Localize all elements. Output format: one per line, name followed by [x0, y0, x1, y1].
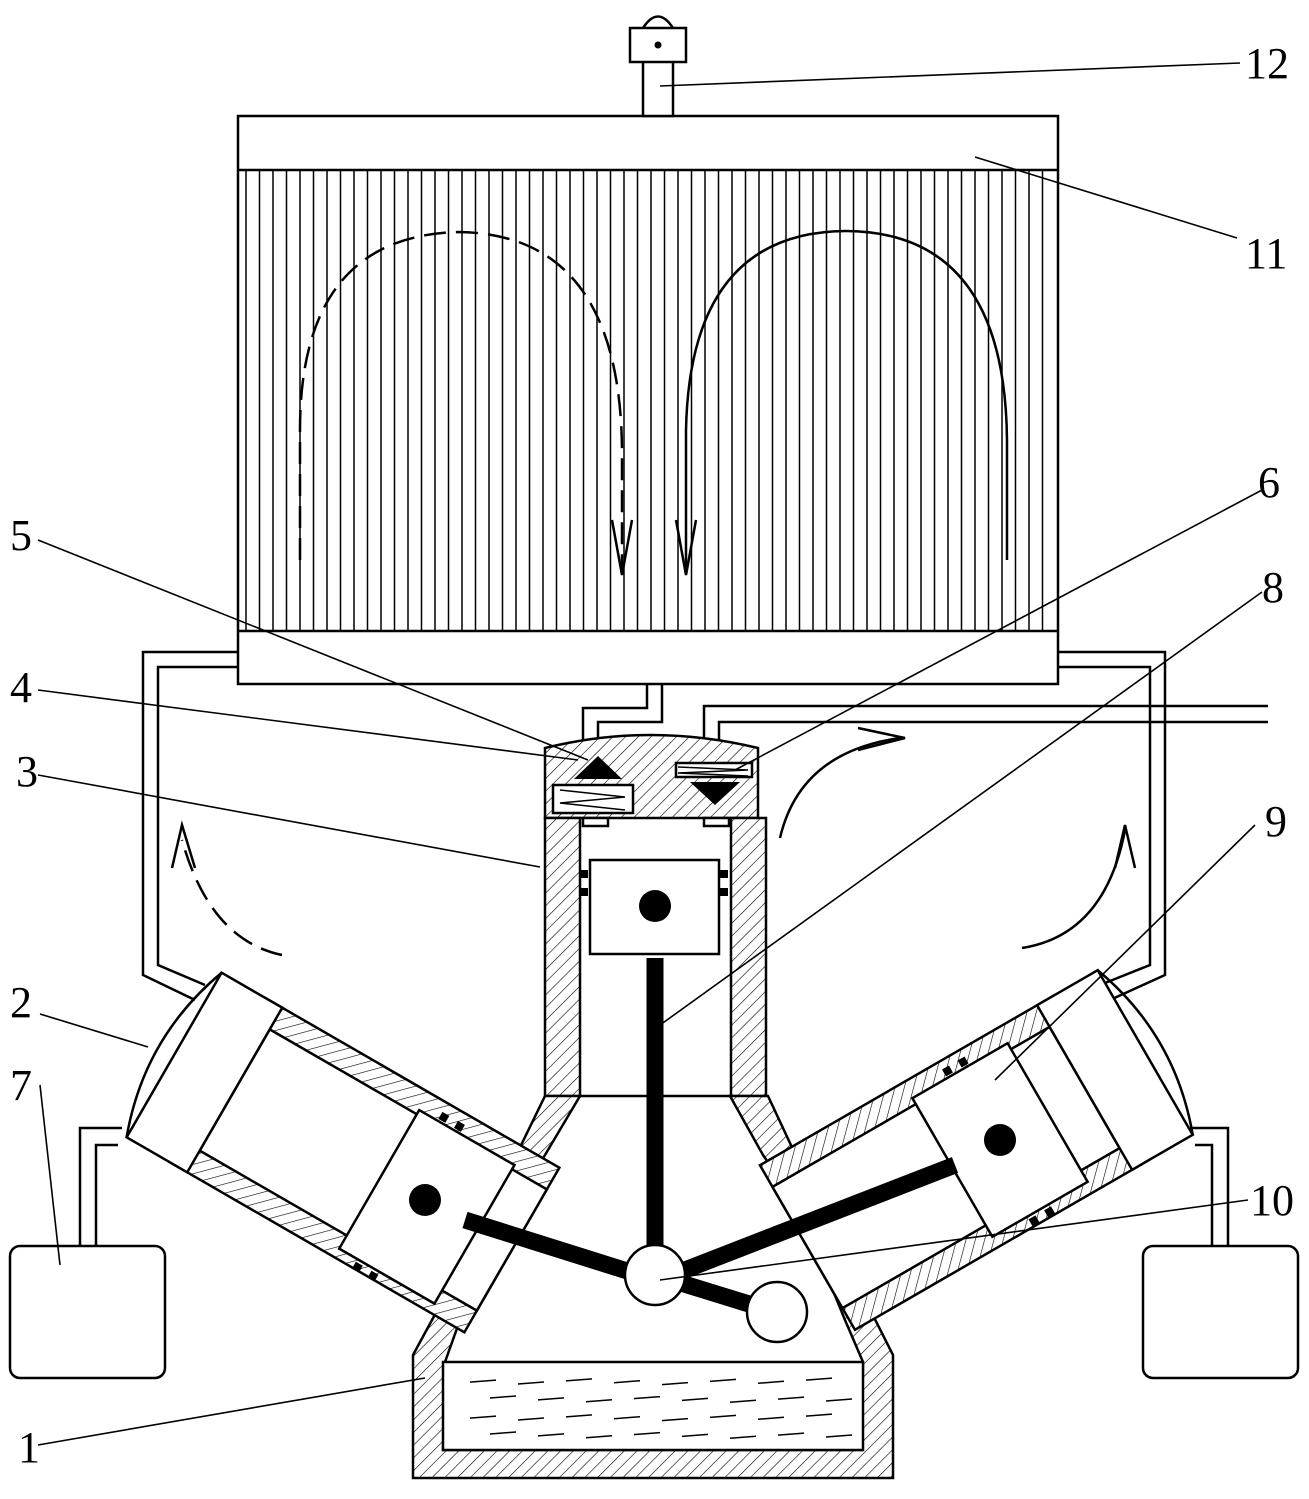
exhaust-spring — [677, 766, 749, 777]
left-cylinder-head — [124, 971, 284, 1174]
oil-dash — [613, 1415, 641, 1420]
left-tank — [8, 1126, 167, 1380]
oil-sump — [441, 1360, 865, 1452]
oil-dash — [777, 1432, 805, 1436]
arrowhead-left-down — [610, 519, 634, 576]
filler-cap — [628, 15, 688, 118]
oil-dash — [661, 1417, 689, 1422]
oil-dash — [805, 1413, 833, 1417]
leader-lines — [37, 62, 1263, 1446]
right-tank — [1141, 1126, 1300, 1380]
label-8: 8 — [1262, 563, 1284, 612]
crankshaft — [623, 1243, 687, 1307]
label-1: 1 — [18, 1423, 40, 1472]
part-labels: 12 11 6 8 5 4 3 9 2 7 10 1 — [10, 39, 1294, 1472]
oil-dash — [709, 1414, 737, 1419]
intake-spring — [559, 789, 626, 811]
oil-dashes — [469, 1377, 853, 1440]
oil-dash — [489, 1431, 517, 1435]
crank-counterweight — [745, 1280, 809, 1344]
arrowhead-right-down — [674, 519, 698, 576]
solid-flow-arrow-right — [684, 229, 1009, 570]
right-cylinder-head — [1035, 968, 1195, 1172]
label-4: 4 — [10, 663, 32, 712]
central-cylinder — [543, 733, 768, 1270]
oil-dash — [517, 1381, 545, 1385]
oil-dash — [517, 1417, 545, 1421]
dashed-flow-arrow-left — [298, 230, 624, 570]
oil-dash — [729, 1435, 757, 1440]
intake-valve — [574, 756, 622, 779]
label-6: 6 — [1258, 458, 1280, 507]
oil-dash — [613, 1379, 641, 1384]
oil-dash — [757, 1380, 785, 1385]
coolant-flow-arrows — [298, 229, 1009, 576]
label-2: 2 — [10, 978, 32, 1027]
exhaust-valve — [690, 782, 740, 805]
label-10: 10 — [1250, 1176, 1294, 1225]
oil-dash — [469, 1379, 497, 1383]
oil-dash — [729, 1399, 757, 1404]
oil-dash — [777, 1396, 805, 1400]
label-5: 5 — [10, 511, 32, 560]
oil-dash — [633, 1431, 661, 1436]
label-7: 7 — [10, 1061, 32, 1110]
external-flow-arrows — [170, 726, 1137, 957]
oil-dash — [661, 1381, 689, 1386]
oil-dash — [825, 1434, 853, 1438]
oil-dash — [565, 1378, 593, 1382]
oil-dash — [565, 1414, 593, 1418]
label-12: 12 — [1245, 39, 1289, 88]
left-cylinder — [124, 971, 562, 1334]
oil-dash — [537, 1397, 565, 1401]
oil-dash — [709, 1378, 737, 1383]
label-3: 3 — [16, 747, 38, 796]
label-11: 11 — [1245, 229, 1287, 278]
oil-dash — [537, 1433, 565, 1437]
oil-dash — [681, 1397, 709, 1402]
crankcase — [411, 1094, 895, 1480]
oil-dash — [681, 1433, 709, 1438]
oil-dash — [469, 1415, 497, 1419]
oil-dash — [757, 1416, 785, 1421]
oil-dash — [825, 1398, 853, 1402]
oil-dash — [585, 1398, 613, 1403]
oil-dash — [585, 1434, 613, 1439]
oil-dash — [805, 1377, 833, 1381]
radiator — [236, 114, 1060, 686]
oil-dash — [633, 1395, 661, 1400]
connecting-rods — [462, 1157, 959, 1344]
oil-dash — [489, 1395, 517, 1399]
label-9: 9 — [1265, 797, 1287, 846]
